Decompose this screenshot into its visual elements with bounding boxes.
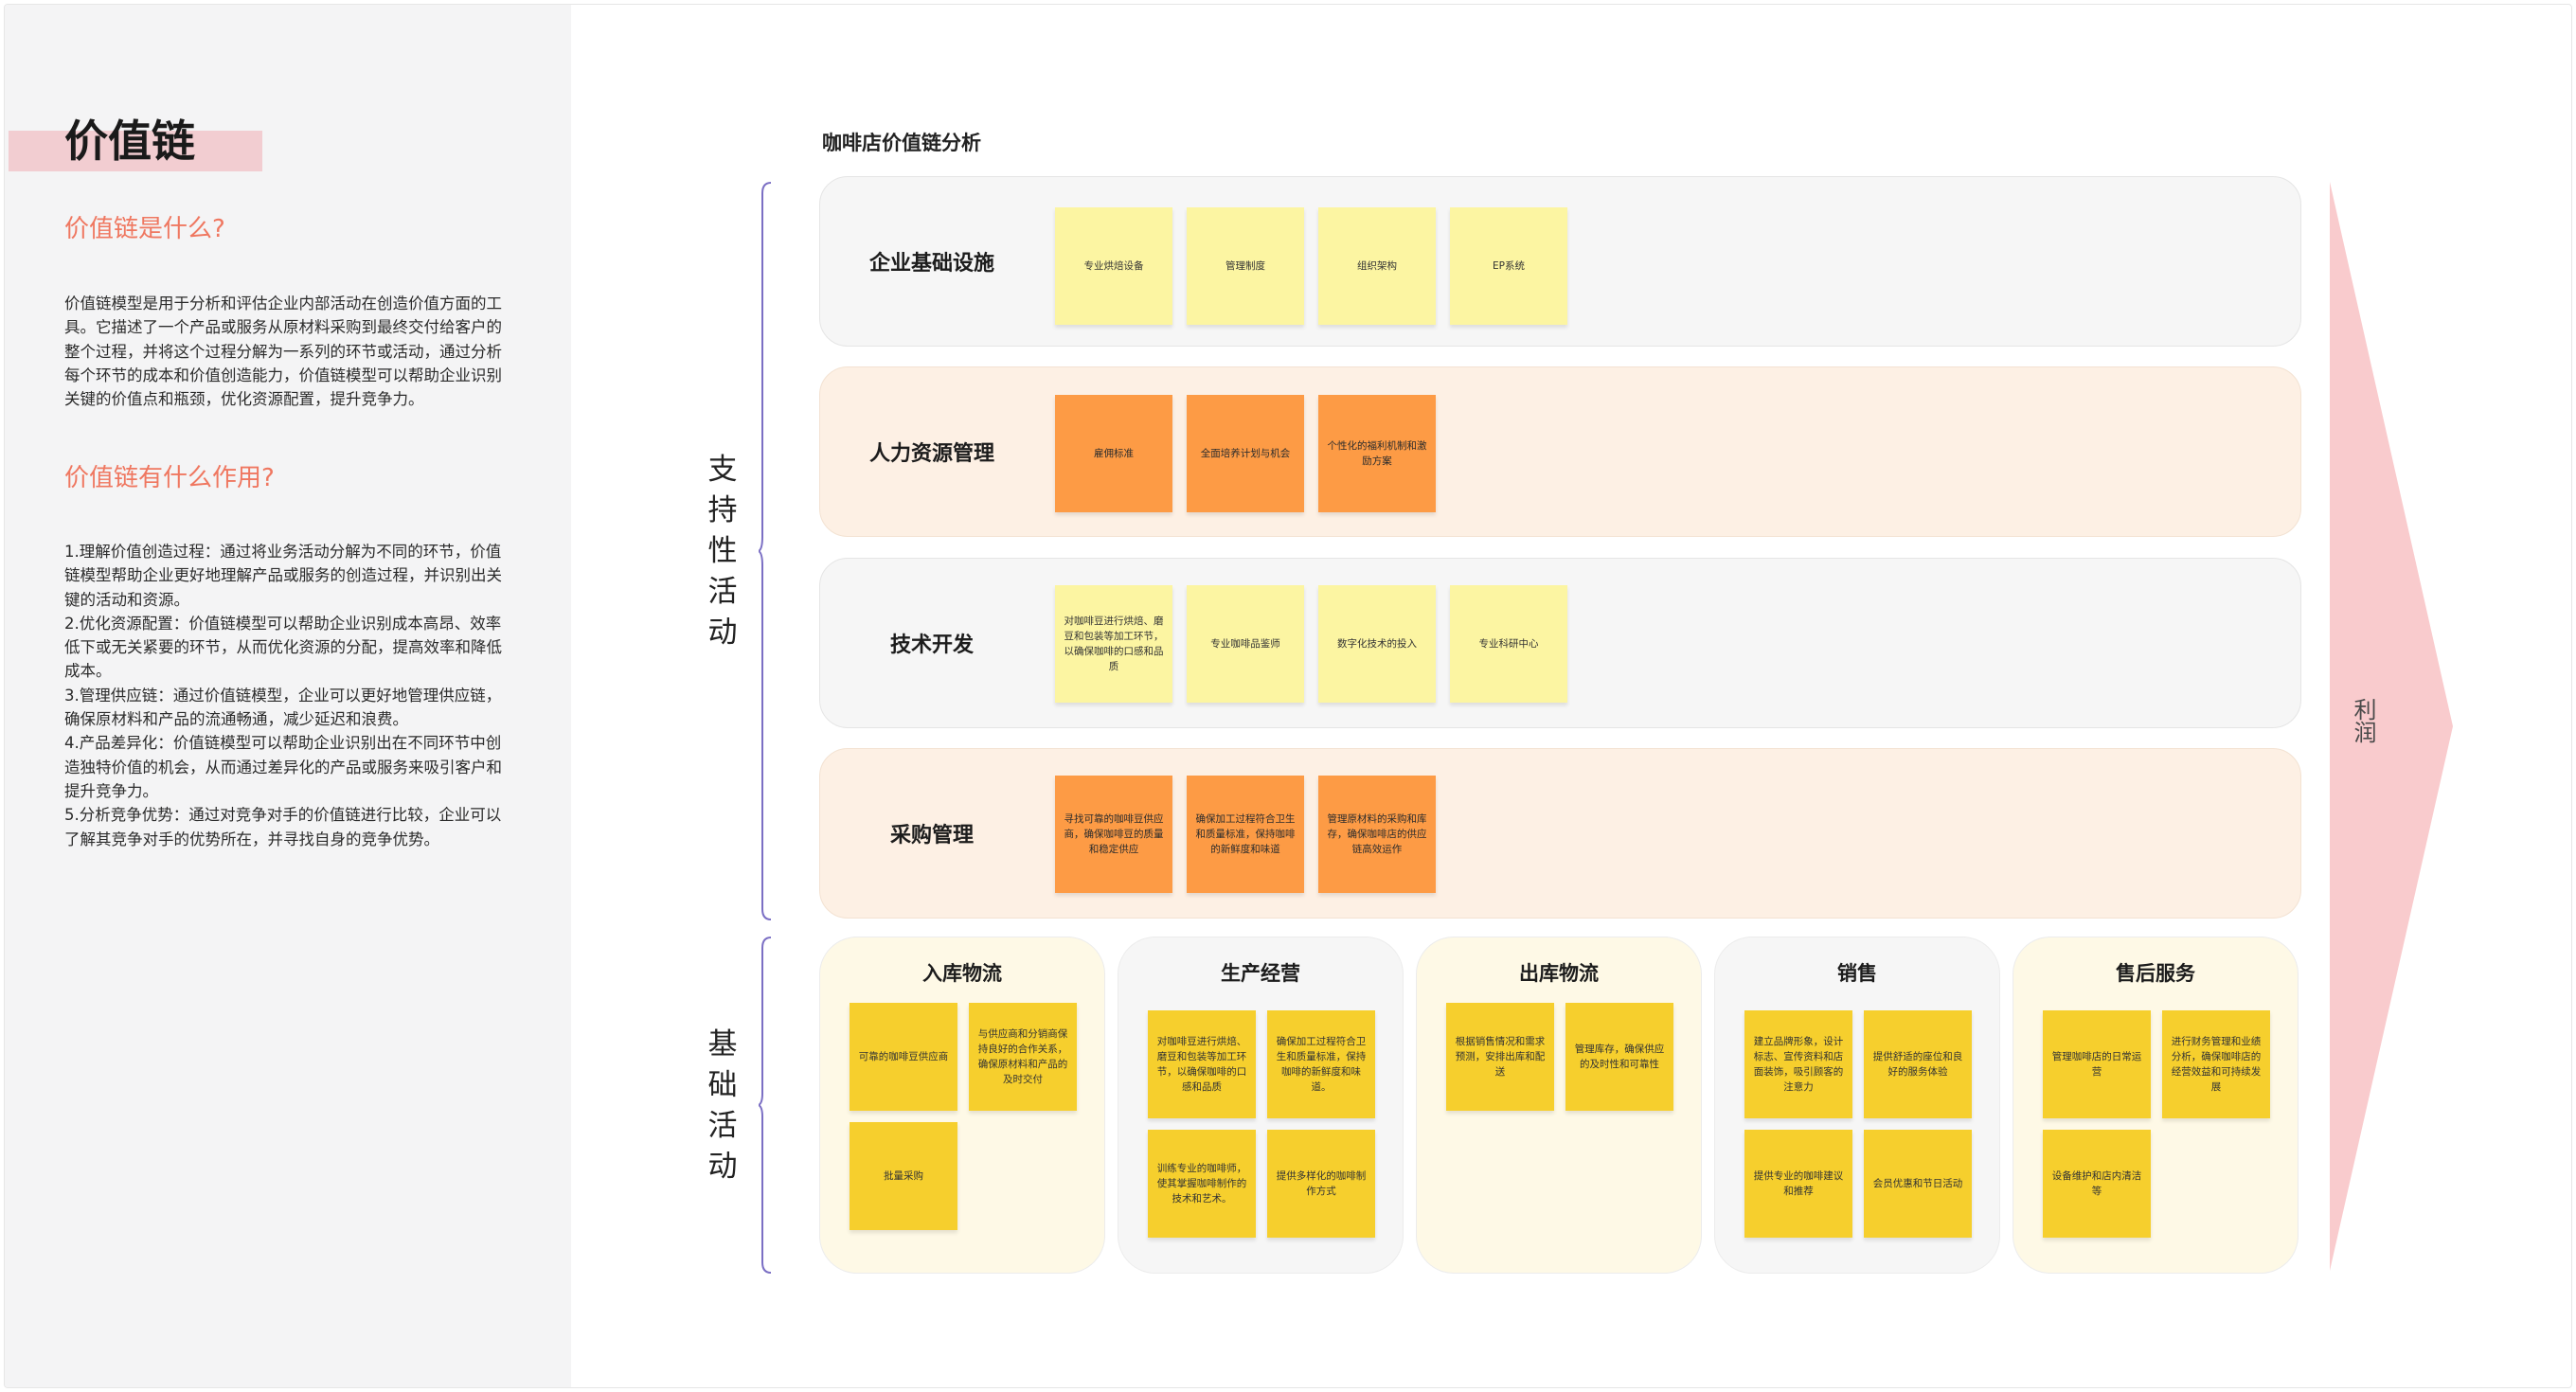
primary-activities-label: 基 础 活 动 (706, 1025, 740, 1187)
label-char: 持 (707, 493, 738, 527)
row-label: 采购管理 (889, 824, 974, 848)
info-panel: 价值链 价值链是什么? 价值链模型是用于分析和评估企业内部活动在创造价值方面的工… (5, 5, 571, 1387)
sticky-note[interactable]: 提供舒适的座位和良好的服务体验 (1864, 1010, 1972, 1118)
sticky-note[interactable]: 对咖啡豆进行烘焙、磨豆和包装等加工环节，以确保咖啡的口感和品质 (1148, 1010, 1256, 1118)
purpose-item: 5.分析竞争优势：通过对竞争对手的价值链进行比较，企业可以了解其竞争对手的优势所… (64, 806, 502, 848)
label-char: 动 (707, 1150, 738, 1184)
sticky-note[interactable]: 管理原材料的采购和库存，确保咖啡店的供应链高效运作 (1318, 776, 1436, 893)
sticky-note[interactable]: 建立品牌形象，设计标志、宣传资料和店面装饰，吸引顾客的注意力 (1744, 1010, 1852, 1118)
what-is-heading: 价值链是什么? (64, 215, 225, 243)
support-row-infrastructure: 企业基础设施 专业烘焙设备 管理制度 组织架构 EP系统 (819, 176, 2301, 347)
sticky-note[interactable]: 个性化的福利机制和激励方案 (1318, 395, 1436, 512)
column-title: 出库物流 (1519, 962, 1599, 985)
purpose-item: 1.理解价值创造过程：通过将业务活动分解为不同的环节，价值链模型帮助企业更好地理… (64, 543, 502, 609)
sticky-note[interactable]: 训练专业的咖啡师，使其掌握咖啡制作的技术和艺术。 (1148, 1130, 1256, 1238)
canvas-frame: 价值链 价值链是什么? 价值链模型是用于分析和评估企业内部活动在创造价值方面的工… (4, 4, 2572, 1388)
sticky-note[interactable]: 确保加工过程符合卫生和质量标准，保持咖啡的新鲜度和味道 (1187, 776, 1304, 893)
sticky-note[interactable]: 管理咖啡店的日常运营 (2043, 1010, 2151, 1118)
sticky-note[interactable]: 进行财务管理和业绩分析，确保咖啡店的经营效益和可持续发展 (2162, 1010, 2270, 1118)
purpose-list: 1.理解价值创造过程：通过将业务活动分解为不同的环节，价值链模型帮助企业更好地理… (64, 540, 510, 851)
support-activities-label: 支 持 性 活 动 (706, 450, 740, 653)
sticky-note[interactable]: 提供多样化的咖啡制作方式 (1267, 1130, 1375, 1238)
purpose-item: 3.管理供应链：通过价值链模型，企业可以更好地管理供应链，确保原材料和产品的流通… (64, 686, 502, 729)
purpose-item: 2.优化资源配置：价值链模型可以帮助企业识别成本高昂、效率低下或无关紧要的环节，… (64, 614, 502, 681)
sticky-note[interactable]: 管理库存，确保供应的及时性和可靠性 (1565, 1003, 1673, 1111)
sticky-note[interactable]: EP系统 (1450, 207, 1567, 325)
sticky-note[interactable]: 与供应商和分销商保持良好的合作关系，确保原材料和产品的及时交付 (969, 1003, 1077, 1111)
label-char: 支 (707, 453, 738, 487)
label-char: 动 (707, 616, 738, 650)
sticky-note[interactable]: 确保加工过程符合卫生和质量标准，保持咖啡的新鲜度和味道。 (1267, 1010, 1375, 1118)
column-title: 销售 (1837, 962, 1877, 985)
support-row-procurement: 采购管理 寻找可靠的咖啡豆供应商，确保咖啡豆的质量和稳定供应 确保加工过程符合卫… (819, 748, 2301, 919)
label-char: 活 (707, 1109, 738, 1143)
sticky-note[interactable]: 设备维护和店内清洁等 (2043, 1130, 2151, 1238)
sticky-note[interactable]: 专业科研中心 (1450, 585, 1567, 703)
primary-col-operations: 生产经营 对咖啡豆进行烘焙、磨豆和包装等加工环节，以确保咖啡的口感和品质 确保加… (1118, 937, 1404, 1274)
support-row-technology: 技术开发 对咖啡豆进行烘焙、磨豆和包装等加工环节，以确保咖啡的口感和品质 专业咖… (819, 558, 2301, 728)
label-char: 性 (707, 534, 738, 568)
label-char: 础 (707, 1068, 738, 1102)
sticky-note[interactable]: 专业咖啡品鉴师 (1187, 585, 1304, 703)
primary-col-sales: 销售 建立品牌形象，设计标志、宣传资料和店面装饰，吸引顾客的注意力 提供舒适的座… (1714, 937, 2000, 1274)
column-title: 生产经营 (1221, 962, 1300, 985)
sticky-note[interactable]: 会员优惠和节日活动 (1864, 1130, 1972, 1238)
row-label: 人力资源管理 (868, 442, 994, 466)
purpose-heading: 价值链有什么作用? (64, 464, 275, 492)
primary-bracket (759, 937, 772, 1274)
page-title: 价值链 (64, 116, 195, 167)
sticky-note[interactable]: 专业烘焙设备 (1055, 207, 1172, 325)
sticky-note[interactable]: 管理制度 (1187, 207, 1304, 325)
sticky-note[interactable]: 数字化技术的投入 (1318, 585, 1436, 703)
primary-col-after-sales: 售后服务 管理咖啡店的日常运营 进行财务管理和业绩分析，确保咖啡店的经营效益和可… (2012, 937, 2299, 1274)
label-char: 活 (707, 575, 738, 609)
primary-col-inbound-logistics: 入库物流 可靠的咖啡豆供应商 与供应商和分销商保持良好的合作关系，确保原材料和产… (819, 937, 1105, 1274)
row-label: 企业基础设施 (868, 252, 994, 276)
purpose-item: 4.产品差异化：价值链模型可以帮助企业识别出在不同环节中创造独特价值的机会，从而… (64, 734, 502, 800)
column-title: 售后服务 (2116, 962, 2195, 985)
sticky-note[interactable]: 根据销售情况和需求预测，安排出库和配送 (1446, 1003, 1554, 1111)
profit-label: 利润 (2350, 698, 2376, 743)
sticky-note[interactable]: 提供专业的咖啡建议和推荐 (1744, 1130, 1852, 1238)
diagram-title: 咖啡店价值链分析 (822, 132, 981, 154)
primary-col-outbound-logistics: 出库物流 根据销售情况和需求预测，安排出库和配送 管理库存，确保供应的及时性和可… (1416, 937, 1702, 1274)
sticky-note[interactable]: 批量采购 (850, 1122, 957, 1230)
profit-arrow-shape (2330, 182, 2453, 1271)
sticky-note[interactable]: 可靠的咖啡豆供应商 (850, 1003, 957, 1111)
sticky-note[interactable]: 全面培养计划与机会 (1187, 395, 1304, 512)
what-is-text: 价值链模型是用于分析和评估企业内部活动在创造价值方面的工具。它描述了一个产品或服… (64, 294, 502, 409)
support-row-hr: 人力资源管理 雇佣标准 全面培养计划与机会 个性化的福利机制和激励方案 (819, 366, 2301, 537)
label-char: 基 (707, 1027, 738, 1062)
sticky-note[interactable]: 组织架构 (1318, 207, 1436, 325)
column-title: 入库物流 (922, 962, 1002, 985)
support-bracket (759, 182, 772, 920)
sticky-note[interactable]: 寻找可靠的咖啡豆供应商，确保咖啡豆的质量和稳定供应 (1055, 776, 1172, 893)
title-highlight-bar (9, 131, 262, 171)
sticky-note[interactable]: 雇佣标准 (1055, 395, 1172, 512)
row-label: 技术开发 (889, 634, 974, 657)
sticky-note[interactable]: 对咖啡豆进行烘焙、磨豆和包装等加工环节，以确保咖啡的口感和品质 (1055, 585, 1172, 703)
